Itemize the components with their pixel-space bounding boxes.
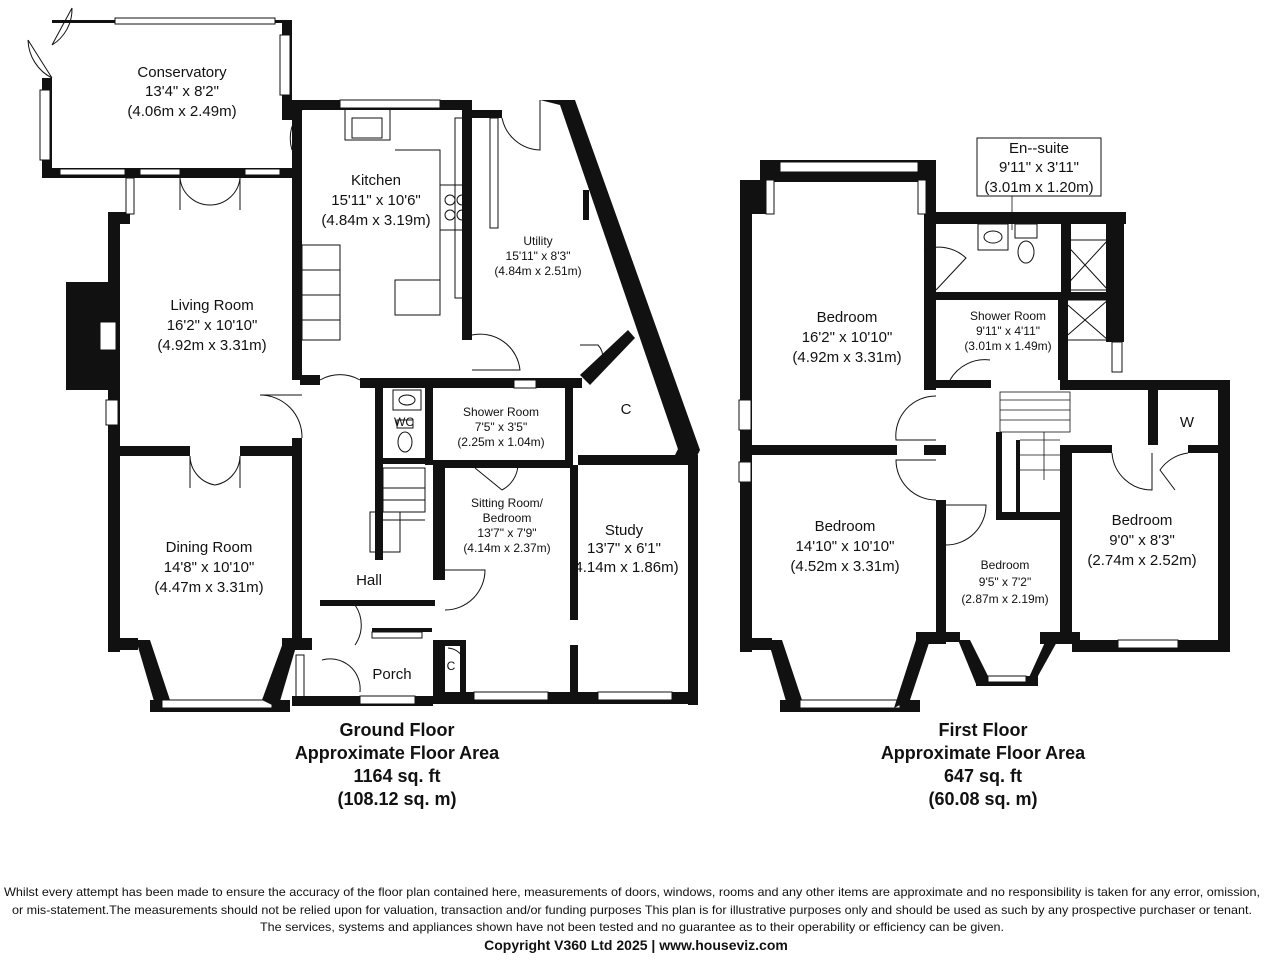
first-floor-area-sqft: 647 sq. ft <box>944 766 1022 786</box>
room-dims-metric: (3.01m x 1.20m) <box>984 179 1093 196</box>
room-dims-metric: (4.47m x 3.31m) <box>154 579 263 596</box>
room-name: Bedroom <box>1112 512 1173 529</box>
room-name: Bedroom <box>981 558 1030 572</box>
room-dims: 9'5" x 7'2" <box>979 575 1031 589</box>
wardrobe-label: W <box>1180 414 1195 431</box>
room-dims: 16'2" x 10'10" <box>802 329 893 346</box>
room-name: Shower Room <box>970 309 1046 323</box>
room-name: Conservatory <box>137 64 227 81</box>
room-dims: 15'11" x 8'3" <box>506 249 571 263</box>
room-dims: 7'5" x 3'5" <box>475 420 527 434</box>
room-dims-metric: (2.87m x 2.19m) <box>961 592 1048 606</box>
room-name: Study <box>605 522 644 539</box>
room-dims-metric: (4.14m x 2.37m) <box>463 541 550 555</box>
copyright: Copyright V360 Ltd 2025 | www.houseviz.c… <box>484 937 788 953</box>
first-floor-area-label: Approximate Floor Area <box>881 743 1086 763</box>
ground-floor-walls <box>39 17 700 712</box>
cupboard-label: C <box>621 401 632 418</box>
room-name: En--suite <box>1009 140 1069 157</box>
room-dims-metric: (4.92m x 3.31m) <box>792 349 901 366</box>
room-name: Living Room <box>170 297 253 314</box>
first-floor-labels: En--suite 9'11" x 3'11" (3.01m x 1.20m) … <box>790 140 1196 809</box>
room-name: Shower Room <box>463 405 539 419</box>
room-name: Sitting Room/ <box>471 496 544 510</box>
room-dims-metric: (4.84m x 2.51m) <box>494 264 581 278</box>
room-name-line2: Bedroom <box>483 511 532 525</box>
room-dims-metric: (4.06m x 2.49m) <box>127 103 236 120</box>
room-name: Dining Room <box>166 539 253 556</box>
room-dims: 9'11" x 4'11" <box>976 324 1040 338</box>
first-floor-area-sqm: (60.08 sq. m) <box>928 789 1037 809</box>
room-name: Utility <box>523 234 552 248</box>
room-dims: 13'7" x 7'9" <box>477 526 536 540</box>
first-floor-walls <box>738 160 1230 712</box>
ground-floor-area-label: Approximate Floor Area <box>295 743 500 763</box>
room-dims: 14'10" x 10'10" <box>796 538 895 555</box>
first-floor-fixtures <box>895 137 1189 546</box>
room-dims: 15'11" x 10'6" <box>331 192 421 209</box>
room-name: Bedroom <box>815 518 876 535</box>
wc-label: WC <box>394 415 414 429</box>
footer: Whilst every attempt has been made to en… <box>4 885 1260 953</box>
room-name: Bedroom <box>817 309 878 326</box>
porch-label: Porch <box>372 666 411 683</box>
room-dims-metric: (2.74m x 2.52m) <box>1087 552 1196 569</box>
disclaimer-line-2: or mis-statement.The measurements should… <box>12 903 1252 917</box>
ground-floor-title: Ground Floor <box>340 720 455 740</box>
ground-floor-area-sqft: 1164 sq. ft <box>353 766 440 786</box>
room-dims-metric: (4.92m x 3.31m) <box>157 337 266 354</box>
hall-label: Hall <box>356 572 382 589</box>
room-dims: 14'8" x 10'10" <box>164 559 255 576</box>
room-dims: 13'7" x 6'1" <box>587 540 661 557</box>
cupboard-small-label: C <box>447 659 456 673</box>
disclaimer-line-1: Whilst every attempt has been made to en… <box>4 885 1260 899</box>
first-floor-title: First Floor <box>939 720 1028 740</box>
room-dims-metric: (4.84m x 3.19m) <box>321 212 430 229</box>
room-name: Kitchen <box>351 172 401 189</box>
room-dims: 16'2" x 10'10" <box>167 317 258 334</box>
room-dims-metric: (4.52m x 3.31m) <box>790 558 899 575</box>
room-dims: 13'4" x 8'2" <box>145 83 219 100</box>
ground-floor-labels: Conservatory 13'4" x 8'2" (4.06m x 2.49m… <box>127 64 678 809</box>
ground-floor-area-sqm: (108.12 sq. m) <box>337 789 456 809</box>
room-dims: 9'11" x 3'11" <box>999 159 1079 176</box>
disclaimer-line-3: The services, systems and appliances sho… <box>260 920 1004 934</box>
room-dims: 9'0" x 8'3" <box>1109 532 1175 549</box>
ground-floor-fixtures <box>27 7 604 693</box>
room-dims-metric: (2.25m x 1.04m) <box>457 435 544 449</box>
room-dims-metric: (3.01m x 1.49m) <box>964 339 1051 353</box>
room-dims-metric: (4.14m x 1.86m) <box>569 559 678 576</box>
